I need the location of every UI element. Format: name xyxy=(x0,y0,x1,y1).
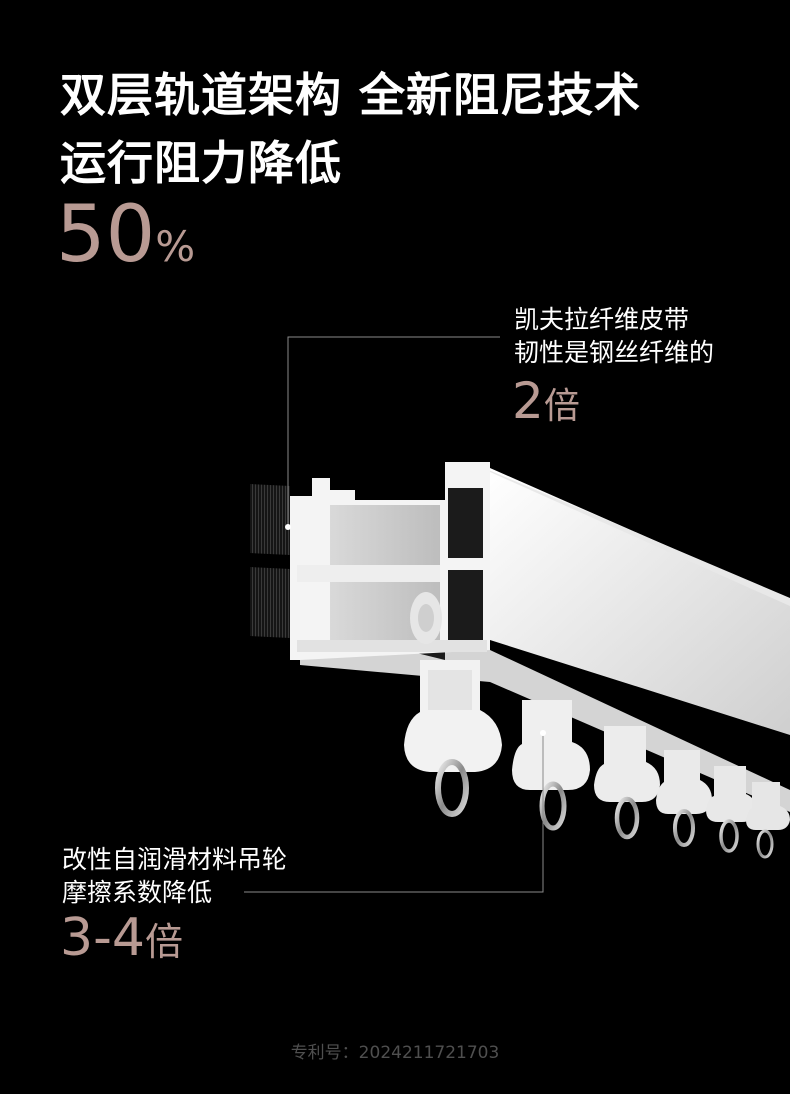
headline-line-1: 双层轨道架构 全新阻尼技术 xyxy=(60,68,642,122)
glider-hook xyxy=(594,726,660,840)
callout-bottom-line-2: 摩擦系数降低 xyxy=(62,877,213,907)
headline-stat-value: 50 xyxy=(56,190,156,280)
headline-line-2: 运行阻力降低 xyxy=(60,136,342,190)
glider-hooks xyxy=(404,660,790,859)
callout-top: 凯夫拉纤维皮带 韧性是钢丝纤维的 xyxy=(514,304,714,369)
callout-leader-bottom xyxy=(244,730,546,893)
callout-bottom-stat: 3-4倍 xyxy=(60,912,183,964)
glider-hook xyxy=(706,766,756,853)
callout-bottom-line-1: 改性自润滑材料吊轮 xyxy=(62,845,288,874)
rail-cross-section xyxy=(290,462,490,660)
callout-bottom: 改性自润滑材料吊轮 摩擦系数降低 xyxy=(62,844,287,909)
callout-bottom-stat-value: 3-4 xyxy=(60,908,145,968)
glider-hook xyxy=(404,660,502,817)
glider-hook xyxy=(746,782,790,859)
headline-stat-unit: % xyxy=(155,222,196,271)
patent-number: 专利号：2024211721703 xyxy=(290,1043,500,1063)
glider-hook xyxy=(656,750,712,847)
callout-top-stat-unit: 倍 xyxy=(543,386,580,427)
callout-top-line-2: 韧性是钢丝纤维的 xyxy=(514,337,715,367)
callout-top-stat: 2倍 xyxy=(512,376,580,426)
callout-top-line-1: 凯夫拉纤维皮带 xyxy=(514,305,690,334)
callout-top-stat-value: 2 xyxy=(512,372,544,430)
callout-leader-top xyxy=(285,336,500,530)
rail-body xyxy=(490,468,790,735)
headline-stat: 50% xyxy=(56,196,195,274)
glider-hook xyxy=(512,700,590,831)
callout-bottom-stat-unit: 倍 xyxy=(144,920,183,964)
